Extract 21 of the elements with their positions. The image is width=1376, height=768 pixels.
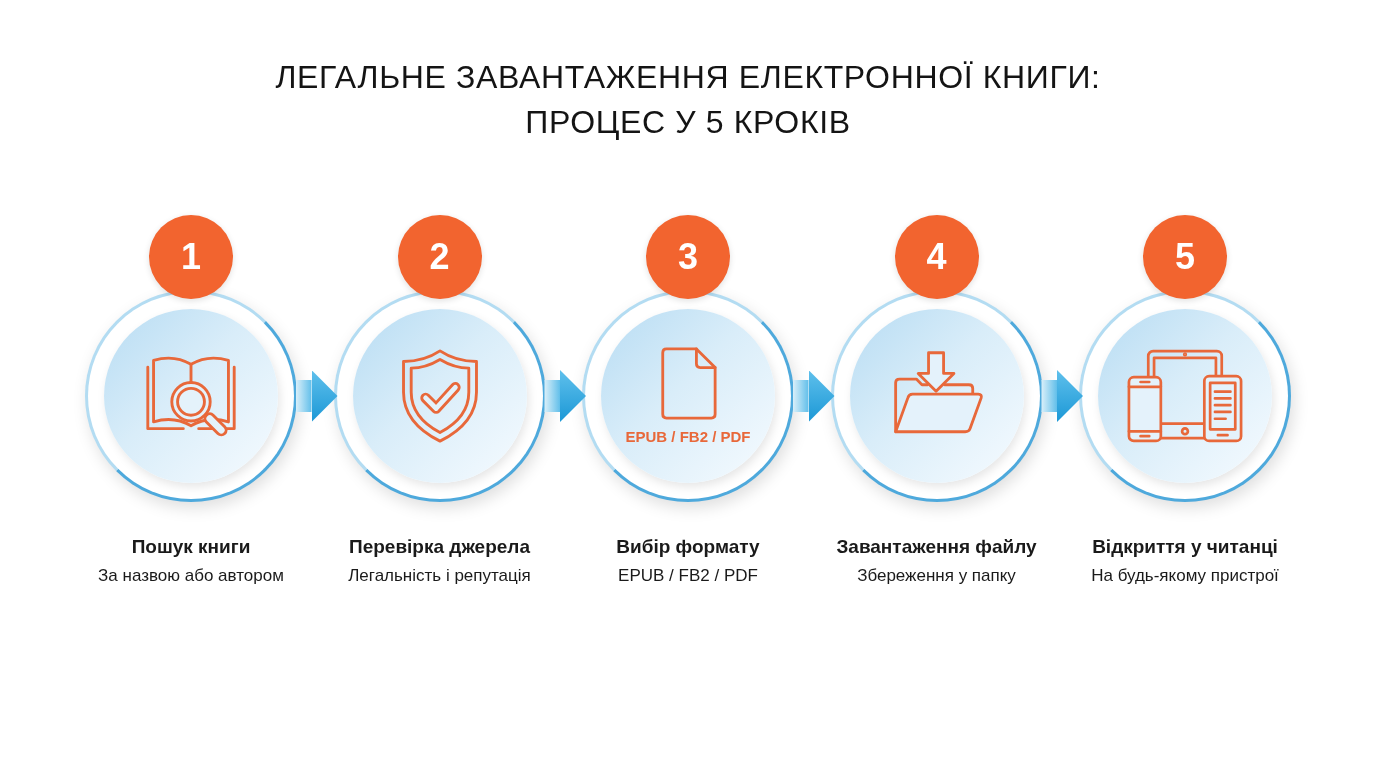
step-number: 5 [1175, 239, 1195, 275]
arrow [1041, 370, 1083, 422]
step-description: EPUB / FB2 / PDF [617, 565, 759, 587]
step-description: За назвою або автором [97, 565, 285, 587]
step-title: Пошук книги [130, 535, 252, 559]
arrow [544, 370, 586, 422]
arrow [793, 370, 835, 422]
step-number: 1 [181, 239, 201, 275]
step-title: Вибір формату [615, 535, 761, 559]
step-description: Легальність і репутація [347, 565, 532, 587]
step-title: Завантаження файлу [835, 535, 1038, 559]
step-title: Перевірка джерела [348, 535, 531, 559]
step-description: На будь-якому пристрої [1090, 565, 1280, 587]
format-label: EPUB / FB2 / PDF [625, 427, 751, 446]
step-number: 3 [678, 239, 698, 275]
step-number: 4 [926, 239, 947, 275]
title: ЛЕГАЛЬНЕ ЗАВАНТАЖЕННЯ ЕЛЕКТРОННОЇ КНИГИ: ПРОЦЕС У 5 КРОКІВ [274, 58, 1102, 142]
arrow [296, 370, 338, 422]
step-title: Відкриття у читанці [1091, 535, 1279, 559]
step-number: 2 [429, 239, 450, 275]
step-description: Збереження у папку [856, 565, 1017, 587]
